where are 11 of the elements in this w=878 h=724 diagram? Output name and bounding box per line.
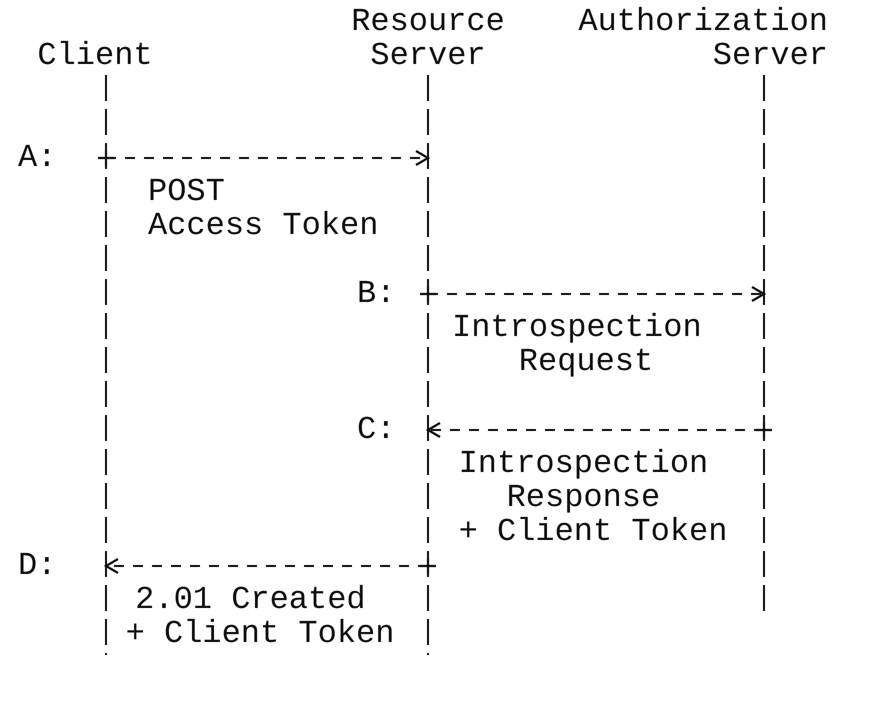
step-label: C: [357,413,396,447]
message-arrow [104,556,438,576]
step-label: B: [357,277,396,311]
message-arrow [426,420,774,440]
step-label: D: [18,549,56,583]
participant-label: Authorization Server [577,5,828,73]
participant-label: Client [36,39,154,73]
message-arrow [96,148,430,168]
participant-label: Resource Server [350,5,506,73]
step-label: A: [18,141,56,175]
message-arrow [418,284,766,304]
